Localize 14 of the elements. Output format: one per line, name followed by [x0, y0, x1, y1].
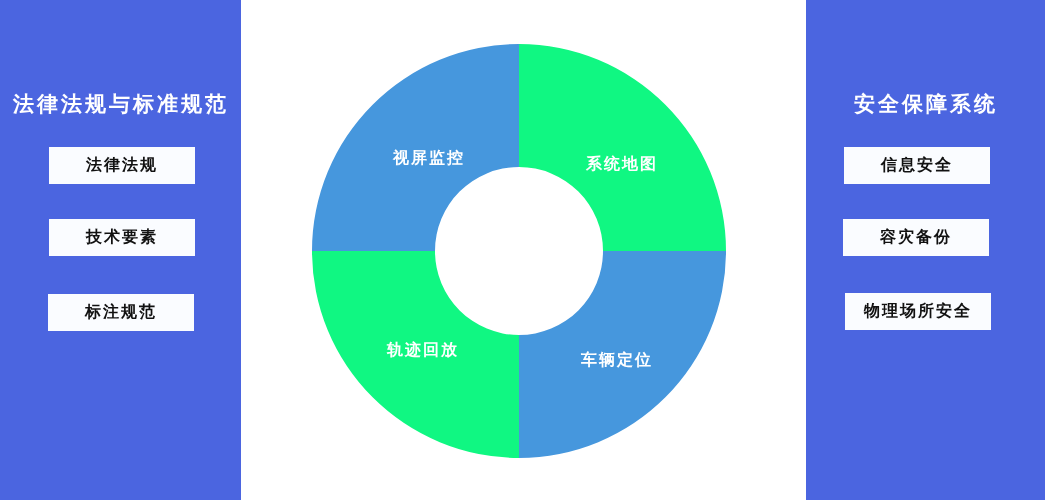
item-label: 标注规范: [48, 294, 194, 331]
segment-label: 轨迹回放: [387, 339, 459, 361]
item-label: 技术要素: [49, 219, 195, 256]
panel-title: 法律法规与标准规范: [12, 91, 229, 118]
segment-label: 系统地图: [586, 153, 658, 175]
item-label: 法律法规: [49, 147, 195, 184]
panel-title: 安全保障系统: [853, 91, 998, 118]
segment-label: 车辆定位: [581, 349, 653, 371]
item-label: 信息安全: [844, 147, 990, 184]
item-label: 容灾备份: [843, 219, 989, 256]
segment-label: 视屏监控: [393, 147, 465, 169]
side-panel: [806, 0, 1045, 500]
side-panel: [0, 0, 241, 500]
item-label: 物理场所安全: [845, 293, 991, 330]
